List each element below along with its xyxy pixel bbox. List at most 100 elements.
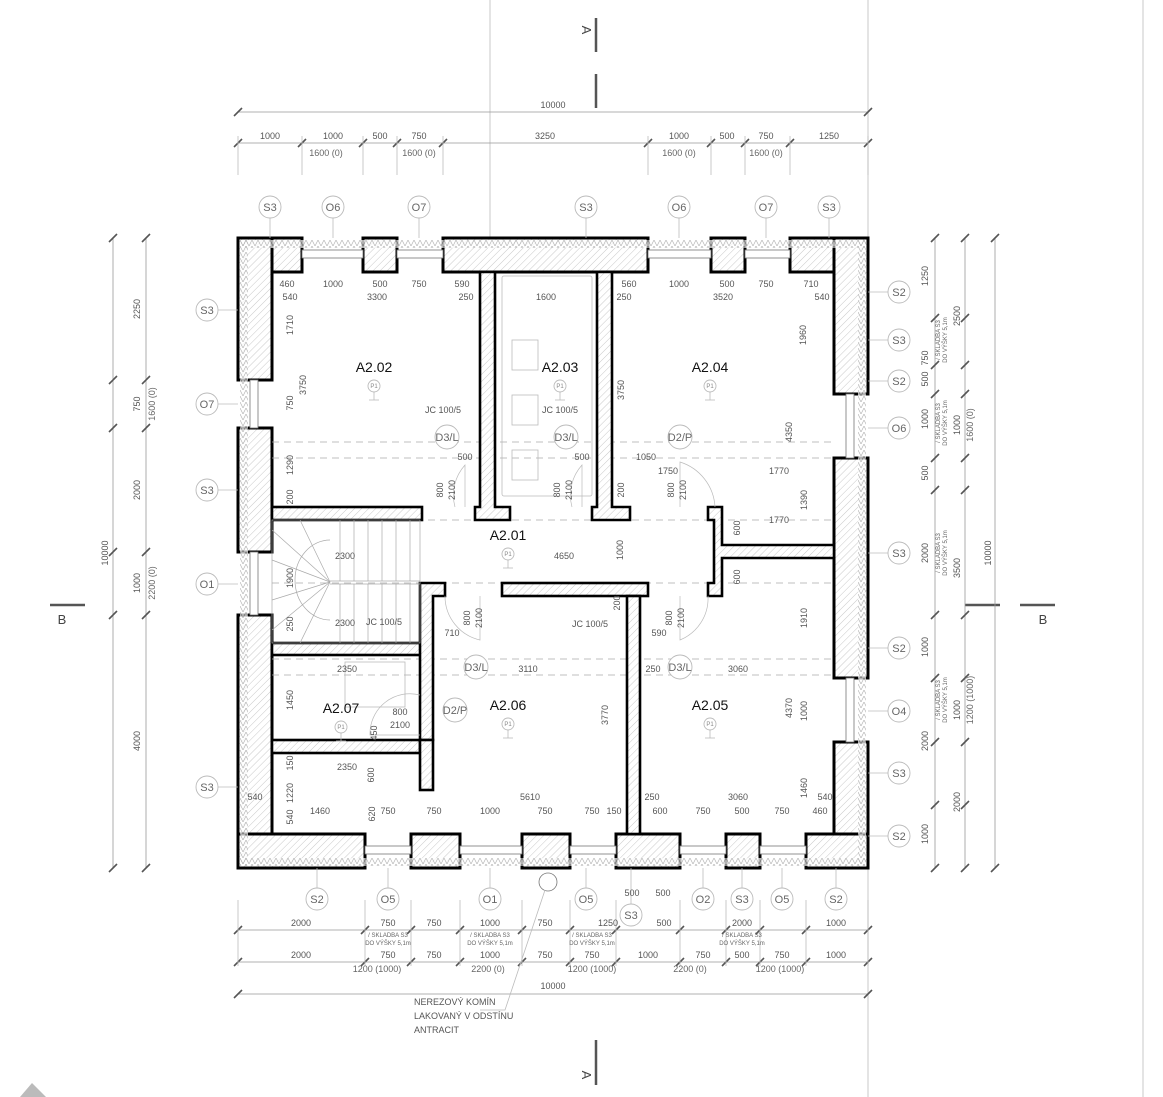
wall-composition-note: DO VÝŠKY 5,1m [942, 677, 949, 723]
interior-dimension: 750 [758, 279, 773, 289]
interior-dimension: 450 [369, 725, 379, 740]
door-height-label: 2100 [447, 480, 457, 500]
dimension-label: 500 [719, 131, 734, 141]
wall-composition-note: DO VÝŠKY 5,1m [365, 940, 411, 947]
dimension-label: 1000 [480, 950, 500, 960]
door-height-label: 2100 [564, 480, 574, 500]
floor-finish-label: P1 [504, 722, 512, 728]
element-tag-label: O6 [892, 423, 907, 435]
dimension-label: 2250 [132, 299, 142, 319]
dimension-total-left: 10000 [100, 540, 110, 565]
dimension-label: 1000 [132, 573, 142, 593]
element-tag [887, 541, 911, 565]
interior-dimension: 3770 [600, 705, 610, 725]
interior-dimension: 250 [644, 792, 659, 802]
door-type-label: D3/L [435, 432, 458, 444]
interior-dimension: 2300 [335, 551, 355, 561]
element-tag-label: O6 [672, 202, 687, 214]
dimension-label: 1000 [826, 918, 846, 928]
interior-dimension: 3750 [298, 375, 308, 395]
wall-composition-note: DO VÝŠKY 5,1m [719, 940, 765, 947]
element-tag [887, 416, 911, 440]
floor-finish-label: P1 [504, 552, 512, 558]
element-tag [195, 478, 219, 502]
dimension-label: 500 [624, 888, 639, 898]
interior-dimension: 1050 [636, 452, 656, 462]
element-tag [195, 298, 219, 322]
dimension-label: 1000 [669, 131, 689, 141]
element-tag [195, 392, 219, 416]
interior-dimension: 2350 [337, 762, 357, 772]
dimension-label: 750 [774, 950, 789, 960]
element-tag-label: O7 [412, 202, 427, 214]
dimension-label: 3500 [952, 558, 962, 578]
element-tag-label: S2 [892, 287, 905, 299]
element-tag-label: O2 [696, 894, 711, 906]
interior-dimension: 1460 [310, 806, 330, 816]
door-width-label: 800 [664, 610, 674, 625]
interior-dimension: 710 [444, 628, 459, 638]
door-height-label: 2100 [474, 608, 484, 628]
interior-dimension: 1000 [480, 806, 500, 816]
dimension-label: 1000 [952, 700, 962, 720]
interior-dimension: 750 [774, 806, 789, 816]
dimension-label: 1000 [920, 637, 930, 657]
window [647, 249, 712, 259]
element-tag [195, 775, 219, 799]
opening-size-label: 1600 (0) [309, 148, 343, 158]
dimension-label: 2000 [952, 792, 962, 812]
element-tag-label: S2 [310, 894, 323, 906]
dimension-label: 1250 [920, 266, 930, 286]
opening-size-label: 2200 (0) [471, 964, 505, 974]
element-tag [195, 572, 219, 596]
wall-composition-note: / SKLADBA S3 [936, 403, 942, 443]
opening-size-label: 2200 (0) [673, 964, 707, 974]
floor-finish-label: P1 [556, 384, 564, 390]
ceiling-vent-note: JC 100/5 [542, 405, 578, 415]
interior-dimension: 3060 [728, 664, 748, 674]
interior-dimension: 1910 [799, 608, 809, 628]
interior-dimension: 3750 [616, 380, 626, 400]
interior-dimension: 1600 [536, 292, 556, 302]
dimension-label: 500 [920, 465, 930, 480]
door-tag [667, 654, 693, 680]
interior-dimension: 600 [732, 520, 742, 535]
chimney-note: ANTRACIT [414, 1025, 460, 1035]
opening-size-label: 1600 (0) [402, 148, 436, 158]
room-label: A2.06 [490, 697, 527, 713]
interior-dimension: 3060 [728, 792, 748, 802]
interior-dimension: 500 [734, 806, 749, 816]
interior-dimension: 1000 [799, 701, 809, 721]
chimney-note: LAKOVANÝ V ODSTÍNU [414, 1011, 513, 1021]
interior-dimension: 750 [411, 279, 426, 289]
interior-dimension: 750 [695, 806, 710, 816]
interior-dimension: 1000 [615, 540, 625, 560]
dimension-label: 500 [656, 918, 671, 928]
element-tag-label: S3 [892, 548, 905, 560]
room-label: A2.07 [323, 700, 360, 716]
dimension-label: 2500 [952, 306, 962, 326]
dimension-label: 750 [380, 918, 395, 928]
element-tag [574, 195, 598, 219]
section-markers: A A B B [20, 18, 1055, 1097]
element-tag-label: S3 [200, 305, 213, 317]
door-tag [463, 654, 489, 680]
interior-dimension: 200 [285, 489, 295, 504]
interior-dimension: 540 [817, 792, 832, 802]
chimney [480, 872, 558, 1011]
section-label-bottom: A [579, 1071, 594, 1080]
interior-dimension: 540 [282, 292, 297, 302]
wall-composition-note: / SKLADBA S3 [470, 933, 510, 939]
dimension-label: 750 [758, 131, 773, 141]
element-tag-label: S3 [579, 202, 592, 214]
opening-size-label: 1200 (1000) [353, 964, 402, 974]
door-tag [553, 424, 579, 450]
dimension-label: 3250 [535, 131, 555, 141]
wall-composition-note: DO VÝŠKY 5,1m [942, 400, 949, 446]
dimension-label: 2100 [390, 720, 410, 730]
room-label: A2.05 [692, 697, 729, 713]
element-tag-label: S3 [200, 485, 213, 497]
dimension-label: 750 [537, 918, 552, 928]
element-tag-label: S2 [892, 376, 905, 388]
interior-dimension: 150 [606, 806, 621, 816]
